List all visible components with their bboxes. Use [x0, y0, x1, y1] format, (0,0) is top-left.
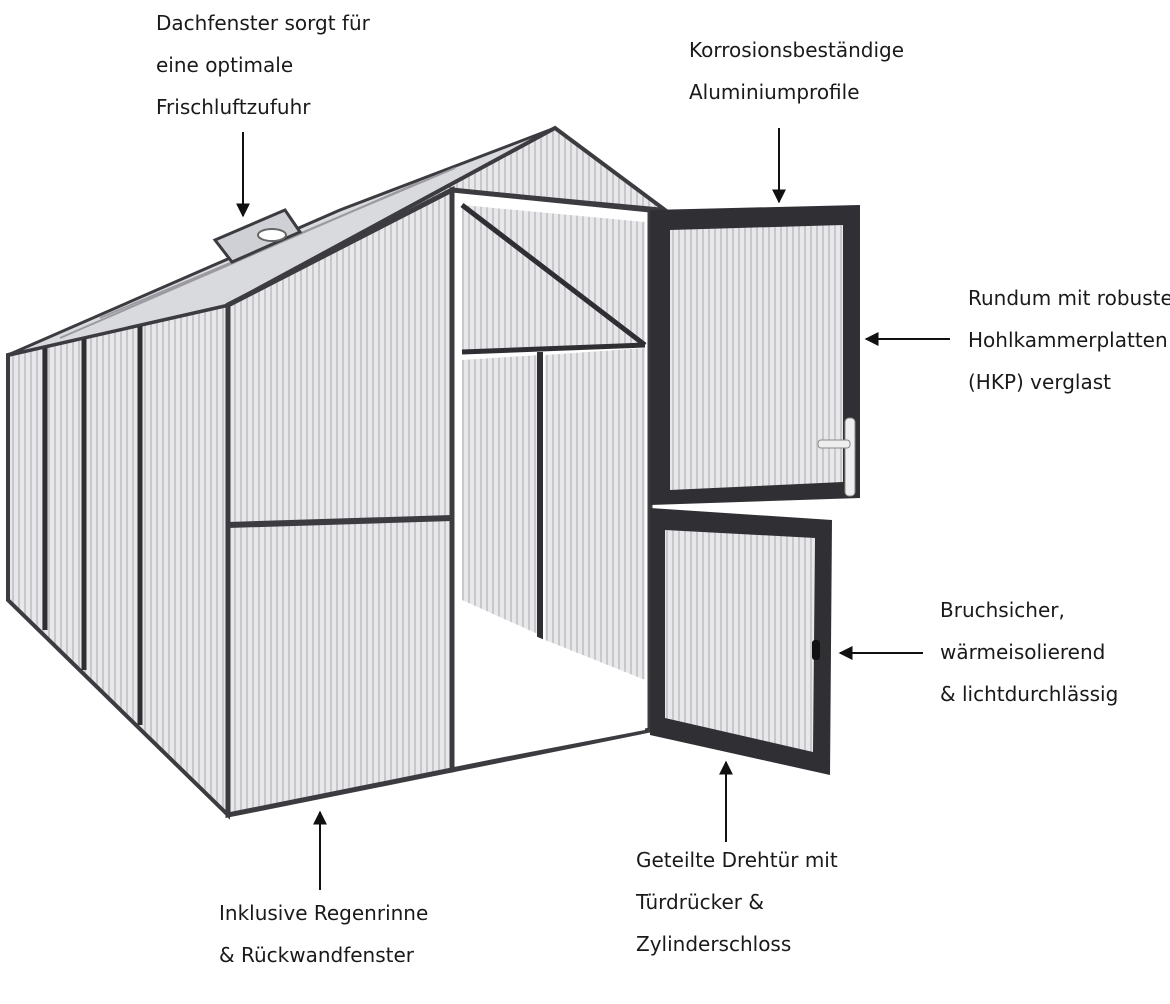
callout-gutter: Inklusive Regenrinne & Rückwandfenster [219, 892, 428, 976]
door-lower [650, 508, 832, 775]
callout-line: eine optimale [156, 53, 294, 77]
callout-line: Korrosionsbeständige [689, 38, 904, 62]
callout-line: Hohlkammerplatten [968, 328, 1168, 352]
callout-line: wärmeisolierend [940, 640, 1106, 664]
callout-line: & lichtdurchlässig [940, 682, 1119, 706]
callout-door: Geteilte Drehtür mit Türdrücker & Zylind… [636, 839, 838, 965]
callout-line: Dachfenster sorgt für [156, 11, 370, 35]
callout-line: Bruchsicher, [940, 598, 1065, 622]
callout-line: Frischluftzufuhr [156, 95, 311, 119]
callout-line: Inklusive Regenrinne [219, 901, 429, 925]
door-upper [650, 205, 860, 505]
doorway-interior [449, 187, 653, 774]
callout-line: (HKP) verglast [968, 370, 1111, 394]
callout-line: Rundum mit robusten [968, 286, 1170, 310]
callout-roof-window: Dachfenster sorgt für eine optimale Fris… [156, 2, 370, 128]
callout-line: & Rückwandfenster [219, 943, 414, 967]
callout-panels: Rundum mit robusten Hohlkammerplatten (H… [968, 277, 1170, 403]
callout-line: Aluminiumprofile [689, 80, 860, 104]
callout-arrows [236, 128, 950, 890]
callout-line: Zylinderschloss [636, 932, 792, 956]
side-wall [6, 302, 230, 820]
roof-window [212, 208, 303, 264]
callout-profiles: Korrosionsbeständige Aluminiumprofile [689, 29, 904, 113]
callout-line: Geteilte Drehtür mit [636, 848, 838, 872]
callout-properties: Bruchsicher, wärmeisolierend & lichtdurc… [940, 589, 1118, 715]
callout-line: Türdrücker & [636, 890, 764, 914]
